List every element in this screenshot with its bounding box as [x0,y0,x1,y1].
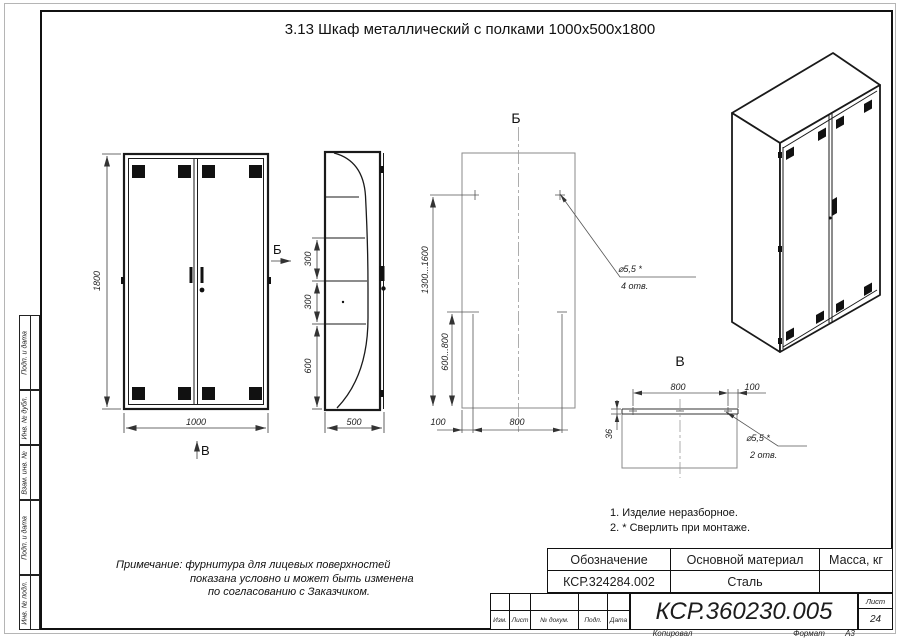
sheet-label: Лист [859,594,892,609]
side-view [312,150,386,433]
format-value: А3 [845,629,855,638]
view-v [611,389,807,478]
dim-600-800: 600...800 [440,333,450,371]
designation-value: КСР.324284.002 [548,571,671,592]
margin-cell-inv-podl: Инв. № подл. [19,575,40,630]
dim-300-2: 300 [303,294,313,310]
hole-note-count-b: 4 отв. [621,281,649,291]
dim-36: 36 [604,429,614,440]
dim-1300-1600: 1300...1600 [420,246,430,294]
section-b-arrowheads [453,194,567,433]
front-view [102,152,291,459]
section-b-dimensions [430,190,696,433]
sheet-cell: Лист 24 [858,593,893,630]
note-line: 2. * Сверлить при монтаже. [610,521,751,534]
revision-cell [608,594,629,611]
copied-label: Копировал [652,629,693,638]
revision-cell [491,594,510,611]
door-handles [121,267,271,293]
revision-table: Изм. Лист № докум. Подп. Дата [490,593,630,630]
material-value: Сталь [671,571,820,592]
note-line: 1. Изделие неразборное. [610,507,738,519]
material-header: Основной материал [671,549,820,571]
dim-1800: 1800 [92,270,102,292]
dim-500: 500 [346,417,362,427]
hole-note-count-v: 2 отв. [750,450,778,460]
drawing-frame [40,10,893,630]
front-dimensions [102,153,291,459]
remark-line: Примечание: фурнитура для лицевых поверх… [116,559,391,571]
designation-table: Обозначение Основной материал Масса, кг … [547,548,893,593]
break-line [333,152,369,409]
format-label: Формат [793,629,825,638]
side-dimensions [312,237,385,433]
revision-cell [579,594,608,611]
margin-cell-podp1: Подп. и дата [19,315,40,390]
remark-note: Примечание: фурнитура для лицевых поверх… [116,559,414,600]
col-list: Лист [510,611,531,629]
dim-800-v: 800 [670,382,686,392]
remark-line: показана условно и может быть изменена [190,572,414,585]
revision-cell [510,594,531,611]
sheet-number: 24 [869,613,882,625]
sheet-outer-border [4,3,896,634]
view-arrow-v-label: В [201,443,210,458]
dim-600: 600 [303,358,313,374]
section-view-b [430,127,696,433]
iso-handle [778,152,837,344]
col-podp: Подп. [579,611,608,629]
dim-800-b: 800 [509,417,525,427]
mass-value [820,571,892,592]
revision-cell [531,594,579,611]
dim-300-1: 300 [303,251,313,267]
designation-header: Обозначение [548,549,671,571]
side-handle [379,266,385,281]
col-data: Дата [609,616,628,624]
view-v-dimensions [611,389,807,447]
document-number: КСР.360230.005 [630,593,858,630]
drawing-title: 3.13 Шкаф металлический с полками 1000х5… [284,21,656,38]
section-arrow-b-label: Б [273,242,282,257]
shelf-lines [326,196,367,325]
dim-1000: 1000 [185,417,207,427]
technical-notes: 1. Изделие неразборное. 2. * Сверлить пр… [610,506,750,535]
isometric-view [731,52,881,353]
remark-line: по согласованию с Заказчиком. [208,586,370,598]
hole-note-dia-v: ⌀5,5 * [746,433,770,443]
mass-header: Масса, кг [820,549,892,571]
dim-100-v: 100 [744,382,760,392]
margin-cell-podp2: Подп. и дата [19,500,40,575]
col-docnum: № докум. [531,611,579,629]
section-b-title: Б [511,110,521,126]
margin-cell-inv-dubl: Инв. № дубл. [19,390,40,445]
hole-note-dia-b: ⌀5,5 * [618,264,642,274]
view-v-title: В [675,353,685,369]
view-v-arrowheads [614,390,747,422]
dim-100-b: 100 [430,417,446,427]
iso-vents [786,99,872,341]
vent-grilles [132,165,262,400]
col-izm: Изм. [491,611,510,629]
margin-cell-vzam: Взам. инв. № [19,445,40,500]
